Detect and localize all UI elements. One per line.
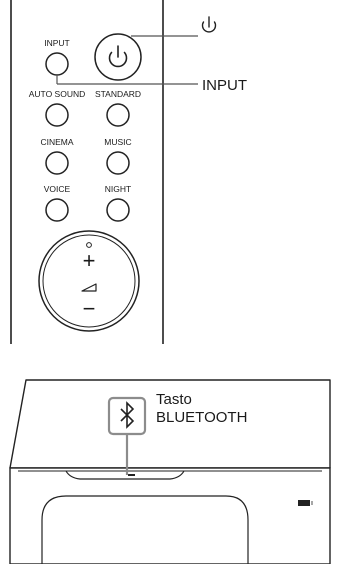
night-button[interactable] — [106, 198, 130, 222]
standard-button[interactable] — [106, 103, 130, 127]
bluetooth-callout-label-line2: BLUETOOTH — [156, 409, 247, 426]
remote-control: INPUT AUTO SOUND STANDARD CINEMA MUSIC V… — [10, 0, 247, 344]
input-callout-label: INPUT — [202, 77, 247, 94]
speaker-front — [9, 467, 331, 564]
cinema-button[interactable] — [45, 151, 69, 175]
speaker-grille — [41, 495, 249, 564]
input-button-label: INPUT — [44, 38, 70, 48]
input-button[interactable] — [45, 52, 69, 76]
voice-button[interactable] — [45, 198, 69, 222]
volume-minus-label: − — [83, 296, 96, 321]
status-indicator-icon — [298, 500, 310, 506]
power-callout-icon — [201, 16, 217, 33]
bluetooth-icon — [120, 401, 135, 429]
voice-button-label: VOICE — [44, 184, 71, 194]
speaker: Tasto BLUETOOTH — [9, 379, 331, 564]
control-strip — [65, 470, 185, 480]
volume-dial[interactable] — [38, 230, 140, 332]
power-button[interactable] — [94, 33, 142, 81]
music-button-label: MUSIC — [104, 137, 131, 147]
standard-button-label: STANDARD — [95, 89, 141, 99]
night-button-label: NIGHT — [105, 184, 131, 194]
cinema-button-label: CINEMA — [40, 137, 73, 147]
auto-sound-button-label: AUTO SOUND — [29, 89, 86, 99]
power-icon — [108, 45, 128, 68]
bluetooth-callout-label-line1: Tasto — [156, 391, 192, 408]
auto-sound-button[interactable] — [45, 103, 69, 127]
volume-wedge-icon — [81, 283, 97, 292]
volume-plus-label: + — [83, 248, 96, 273]
tactile-dot-icon — [86, 242, 92, 248]
music-button[interactable] — [106, 151, 130, 175]
